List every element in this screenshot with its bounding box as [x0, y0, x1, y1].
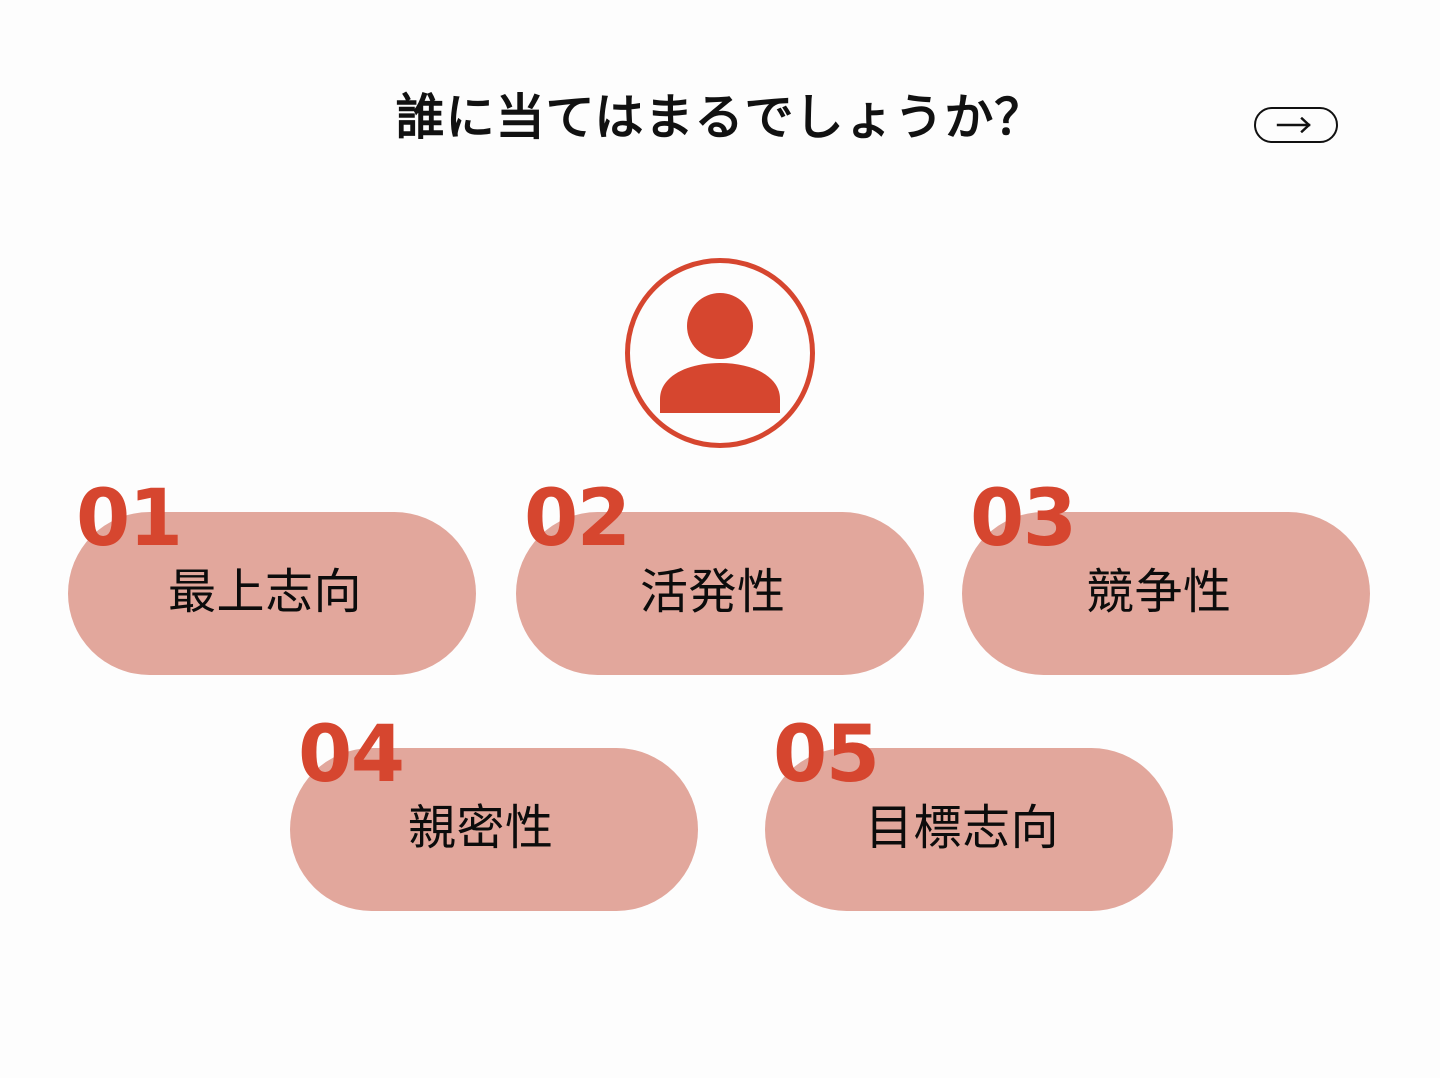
card-label: 最上志向 — [168, 566, 362, 619]
strength-card-04[interactable]: 04 親密性 — [290, 716, 698, 911]
strength-card-01[interactable]: 01 最上志向 — [68, 480, 476, 675]
page-title: 誰に当てはまるでしょうか？ — [395, 91, 1045, 145]
card-label: 競争性 — [1086, 566, 1232, 619]
card-label: 活発性 — [640, 566, 786, 619]
card-number: 01 — [76, 474, 183, 564]
strength-card-03[interactable]: 03 競争性 — [962, 480, 1370, 675]
card-number: 02 — [524, 474, 631, 564]
card-pill-background — [290, 748, 698, 911]
card-pill-background — [68, 512, 476, 675]
strength-card-02[interactable]: 02 活発性 — [516, 480, 924, 675]
card-pill-background — [962, 512, 1370, 675]
arrow-right-icon — [1276, 117, 1316, 133]
card-number: 04 — [298, 710, 405, 800]
card-number: 05 — [773, 710, 880, 800]
avatar — [625, 258, 815, 448]
strength-card-05[interactable]: 05 目標志向 — [765, 716, 1173, 911]
slide-header: 誰に当てはまるでしょうか？ — [0, 0, 1440, 190]
next-slide-button[interactable] — [1254, 107, 1338, 143]
card-pill-background — [516, 512, 924, 675]
card-number: 03 — [970, 474, 1077, 564]
card-pill-background — [765, 748, 1173, 911]
card-label: 目標志向 — [865, 802, 1059, 855]
card-label: 親密性 — [408, 802, 554, 855]
